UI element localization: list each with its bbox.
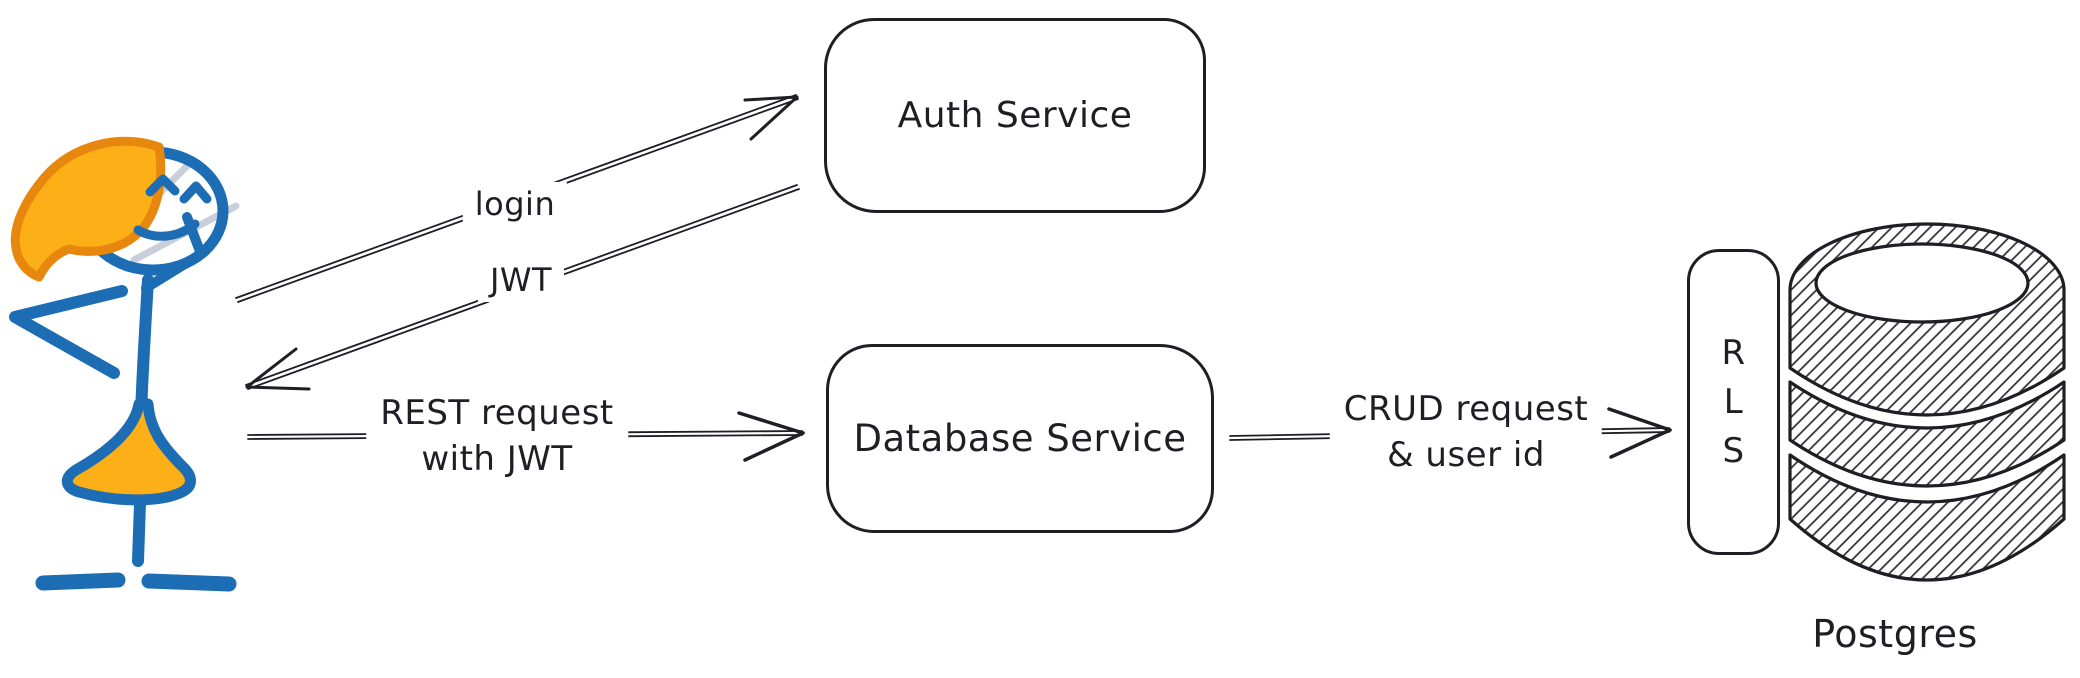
rls-letter: S [1722, 430, 1745, 471]
crud-request-label-line2: & user id [1387, 435, 1545, 475]
user-eyebrow-right [179, 181, 212, 204]
rls-letter: R [1721, 332, 1746, 373]
db-segment-middle [1788, 380, 2066, 488]
rls-node: R L S [1687, 249, 1780, 555]
db-top-opening [1814, 242, 2030, 324]
user-dress [61, 398, 196, 506]
postgres-label: Postgres [1812, 612, 1978, 656]
user-figure-icon [9, 136, 240, 592]
user-torso [135, 274, 154, 422]
login-arrow-label: login [462, 182, 568, 226]
rls-letter: L [1723, 381, 1744, 422]
user-eyebrow-left [145, 174, 180, 197]
rest-request-label: REST request with JWT [366, 388, 628, 484]
jwt-arrow-label: JWT [477, 258, 565, 302]
user-arm-hip [9, 285, 128, 379]
user-arm-chin [141, 212, 206, 293]
auth-service-label: Auth Service [897, 95, 1133, 136]
rest-request-label-line1: REST request [380, 393, 614, 433]
database-cylinder-icon [1788, 222, 2066, 582]
rest-request-label-line2: with JWT [421, 439, 573, 479]
crud-request-label: CRUD request & user id [1329, 384, 1603, 480]
auth-service-node: Auth Service [824, 18, 1206, 213]
database-service-label: Database Service [853, 417, 1187, 460]
db-segment-bottom [1788, 453, 2066, 582]
crud-request-label-line1: CRUD request [1343, 389, 1589, 429]
user-foot-left [35, 572, 126, 591]
database-service-node: Database Service [826, 344, 1214, 533]
user-foot-right [141, 573, 237, 592]
user-leg [132, 497, 146, 567]
